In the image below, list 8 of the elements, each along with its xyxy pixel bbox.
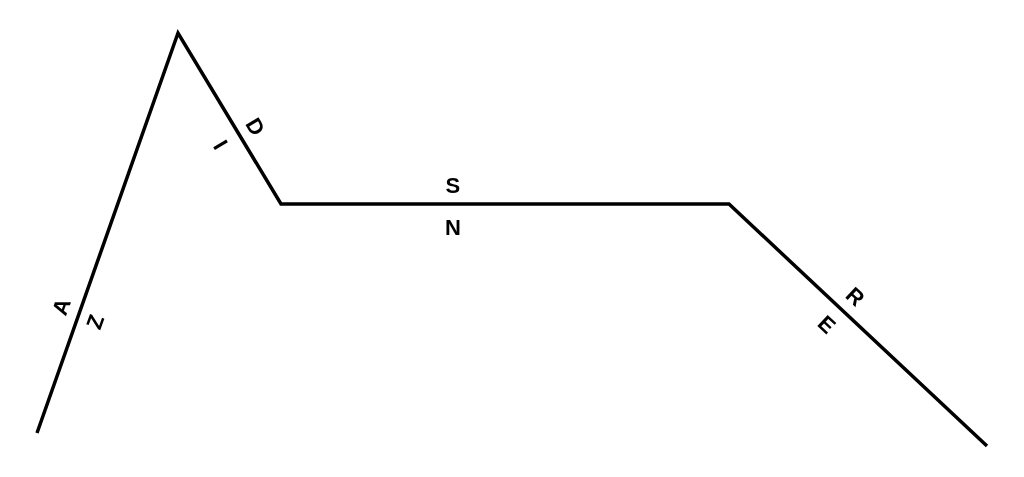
segment-label: S <box>445 175 461 197</box>
segment-label: R <box>841 283 869 311</box>
segment-label: E <box>812 311 839 339</box>
segment-label: N <box>445 217 461 239</box>
segment-label: Z <box>82 311 108 333</box>
segment-label: A <box>48 295 75 319</box>
segment-label: I <box>209 136 232 154</box>
segment-label: D <box>241 114 269 140</box>
